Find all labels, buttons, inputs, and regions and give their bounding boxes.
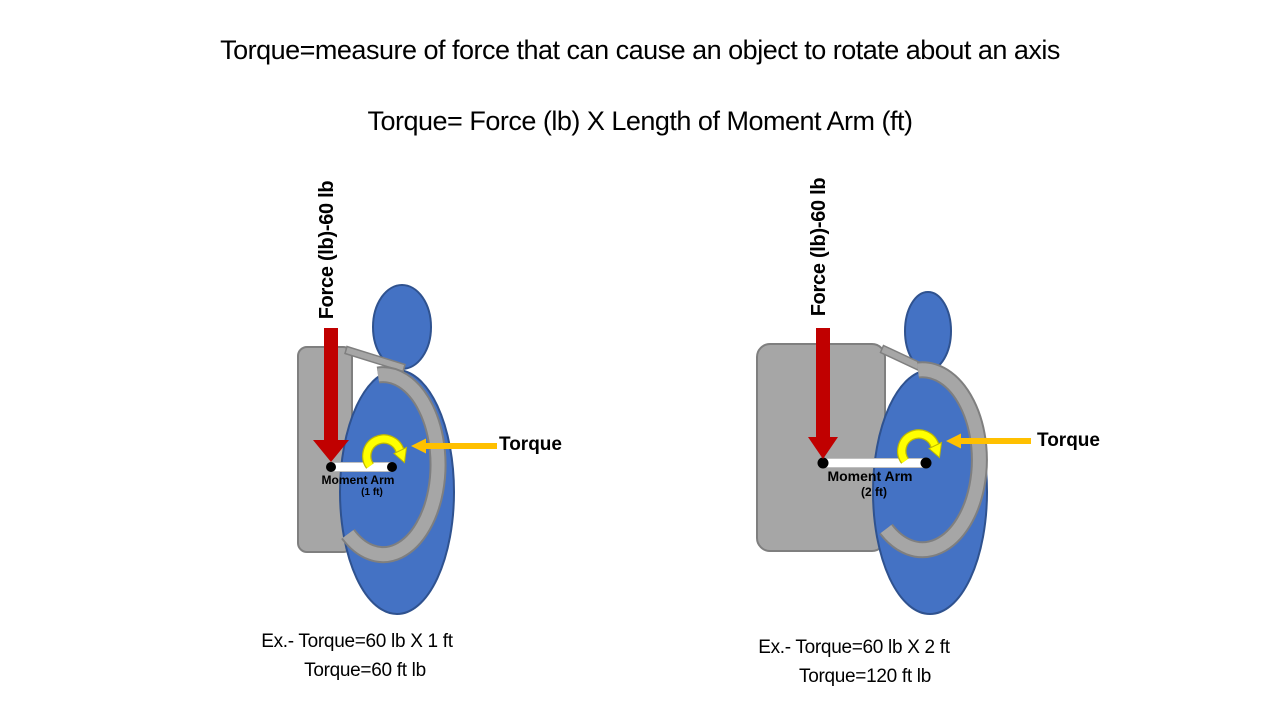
rotation-arrow-icon — [363, 435, 404, 469]
moment-arm-bar — [819, 458, 930, 468]
torque-pointer-arrow-icon — [946, 433, 1031, 449]
pivot-dot — [326, 462, 336, 472]
slide-title: Torque=measure of force that can cause a… — [220, 35, 1060, 65]
example-calc-left-line1: Ex.- Torque=60 lb X 1 ft — [261, 631, 453, 652]
person-arm-arc — [880, 363, 986, 557]
rotation-arrowhead-icon — [928, 441, 943, 459]
moment-arm-label-left: Moment Arm — [321, 473, 395, 487]
moment-arm-length-left: (1 ft) — [361, 487, 383, 498]
right-figure — [756, 291, 1031, 615]
moment-arm-length-right: (2 ft) — [861, 485, 887, 499]
torque-label-right: Torque — [1037, 430, 1100, 451]
example-calc-left-line2: Torque=60 ft lb — [304, 660, 426, 681]
torque-label-left: Torque — [499, 434, 562, 455]
force-value-label-left: Force (lb)-60 lb — [316, 180, 338, 320]
example-calc-right-line1: Ex.- Torque=60 lb X 2 ft — [758, 637, 950, 658]
moment-arm-bar — [327, 462, 396, 472]
person-head — [372, 284, 432, 370]
person-arm-arc — [342, 368, 445, 562]
force-arrow-down-icon — [808, 328, 838, 459]
force-arrow-down-icon — [313, 328, 349, 462]
example-calc-right-line2: Torque=120 ft lb — [799, 666, 931, 687]
moment-arm-label-right: Moment Arm — [827, 468, 913, 484]
force-value-label-right: Force (lb)-60 lb — [808, 177, 830, 317]
rotation-arrow-icon — [898, 430, 939, 464]
rotation-arrowhead-icon — [393, 446, 408, 464]
left-figure — [297, 284, 497, 615]
pivot-dot — [817, 457, 829, 469]
torque-formula: Torque= Force (lb) X Length of Moment Ar… — [367, 106, 913, 136]
pivot-dot — [920, 457, 932, 469]
pivot-dot — [387, 462, 397, 472]
torque-pointer-arrow-icon — [411, 438, 497, 454]
